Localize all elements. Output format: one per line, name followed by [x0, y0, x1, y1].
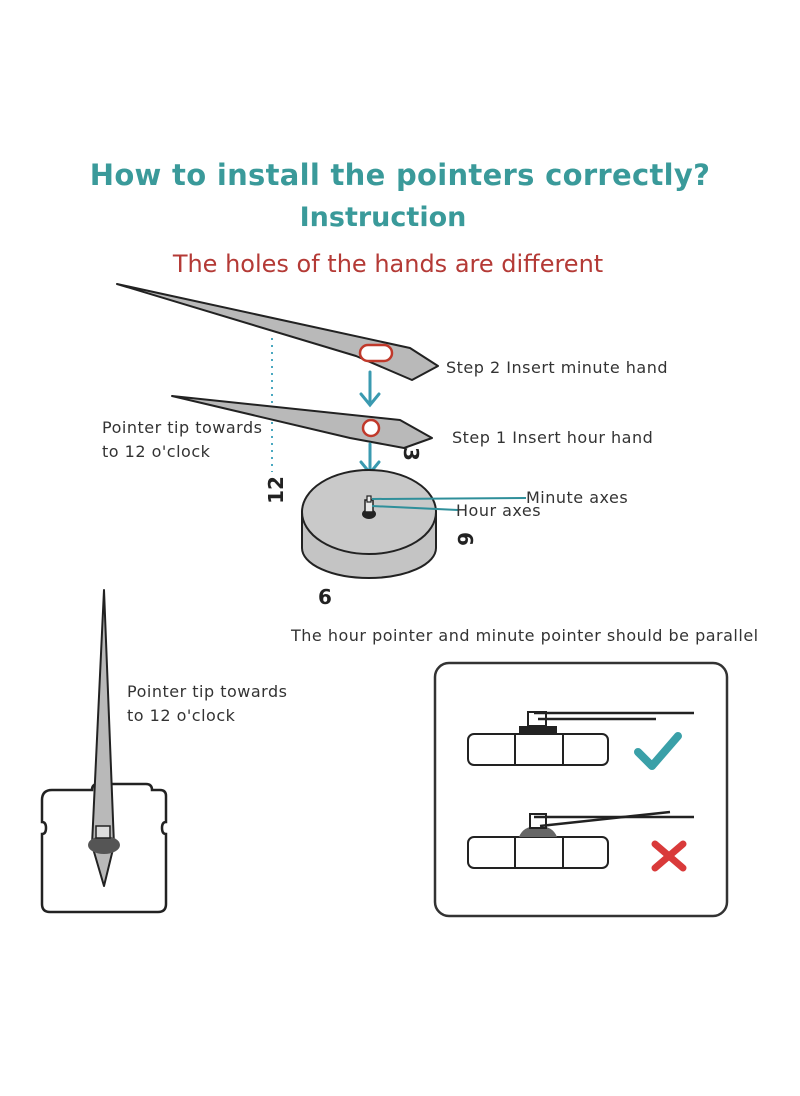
step2-label: Step 2 Insert minute hand [446, 358, 669, 377]
pointer-tip-line1: Pointer tip towards [102, 418, 263, 437]
minute-hand [116, 283, 439, 381]
pointer-tip-line2: to 12 o'clock [102, 442, 211, 461]
hour-axes-leader [371, 505, 459, 511]
clock-movement-disc [301, 469, 437, 579]
down-arrow-icon [359, 370, 381, 408]
hour-axes-label: Hour axes [456, 501, 542, 520]
pointer-tip-line1: Pointer tip towards [127, 682, 288, 701]
minute-axes-label: Minute axes [526, 488, 629, 507]
numeral-9: 9 [318, 584, 332, 608]
holes-note: The holes of the hands are different [172, 250, 604, 278]
numeral-3: 3 [398, 447, 423, 461]
pointer-tip-line2: to 12 o'clock [127, 706, 236, 725]
pointer-tip-note-bottom: Pointer tip towards to 12 o'clock [127, 680, 287, 728]
numeral-12: 12 [263, 476, 288, 504]
numeral-6: 6 [452, 532, 477, 546]
hour-hand-hole [361, 418, 381, 438]
pointer-tip-note-top: Pointer tip towards to 12 o'clock [102, 416, 262, 464]
page-title: How to install the pointers correctly? [89, 158, 711, 192]
vertical-hand [91, 589, 115, 887]
correct-example [467, 711, 694, 766]
step1-label: Step 1 Insert hour hand [452, 428, 654, 447]
minute-axes-leader [371, 497, 527, 500]
down-arrow-icon [359, 442, 381, 476]
minute-hand-hole [358, 343, 394, 363]
parallel-panel [433, 661, 729, 918]
check-icon [634, 732, 682, 770]
vertical-hand-hub [88, 825, 120, 854]
cross-icon [651, 840, 687, 872]
incorrect-example [467, 810, 694, 869]
page-subtitle: Instruction [299, 202, 467, 233]
parallel-note: The hour pointer and minute pointer shou… [291, 626, 759, 645]
